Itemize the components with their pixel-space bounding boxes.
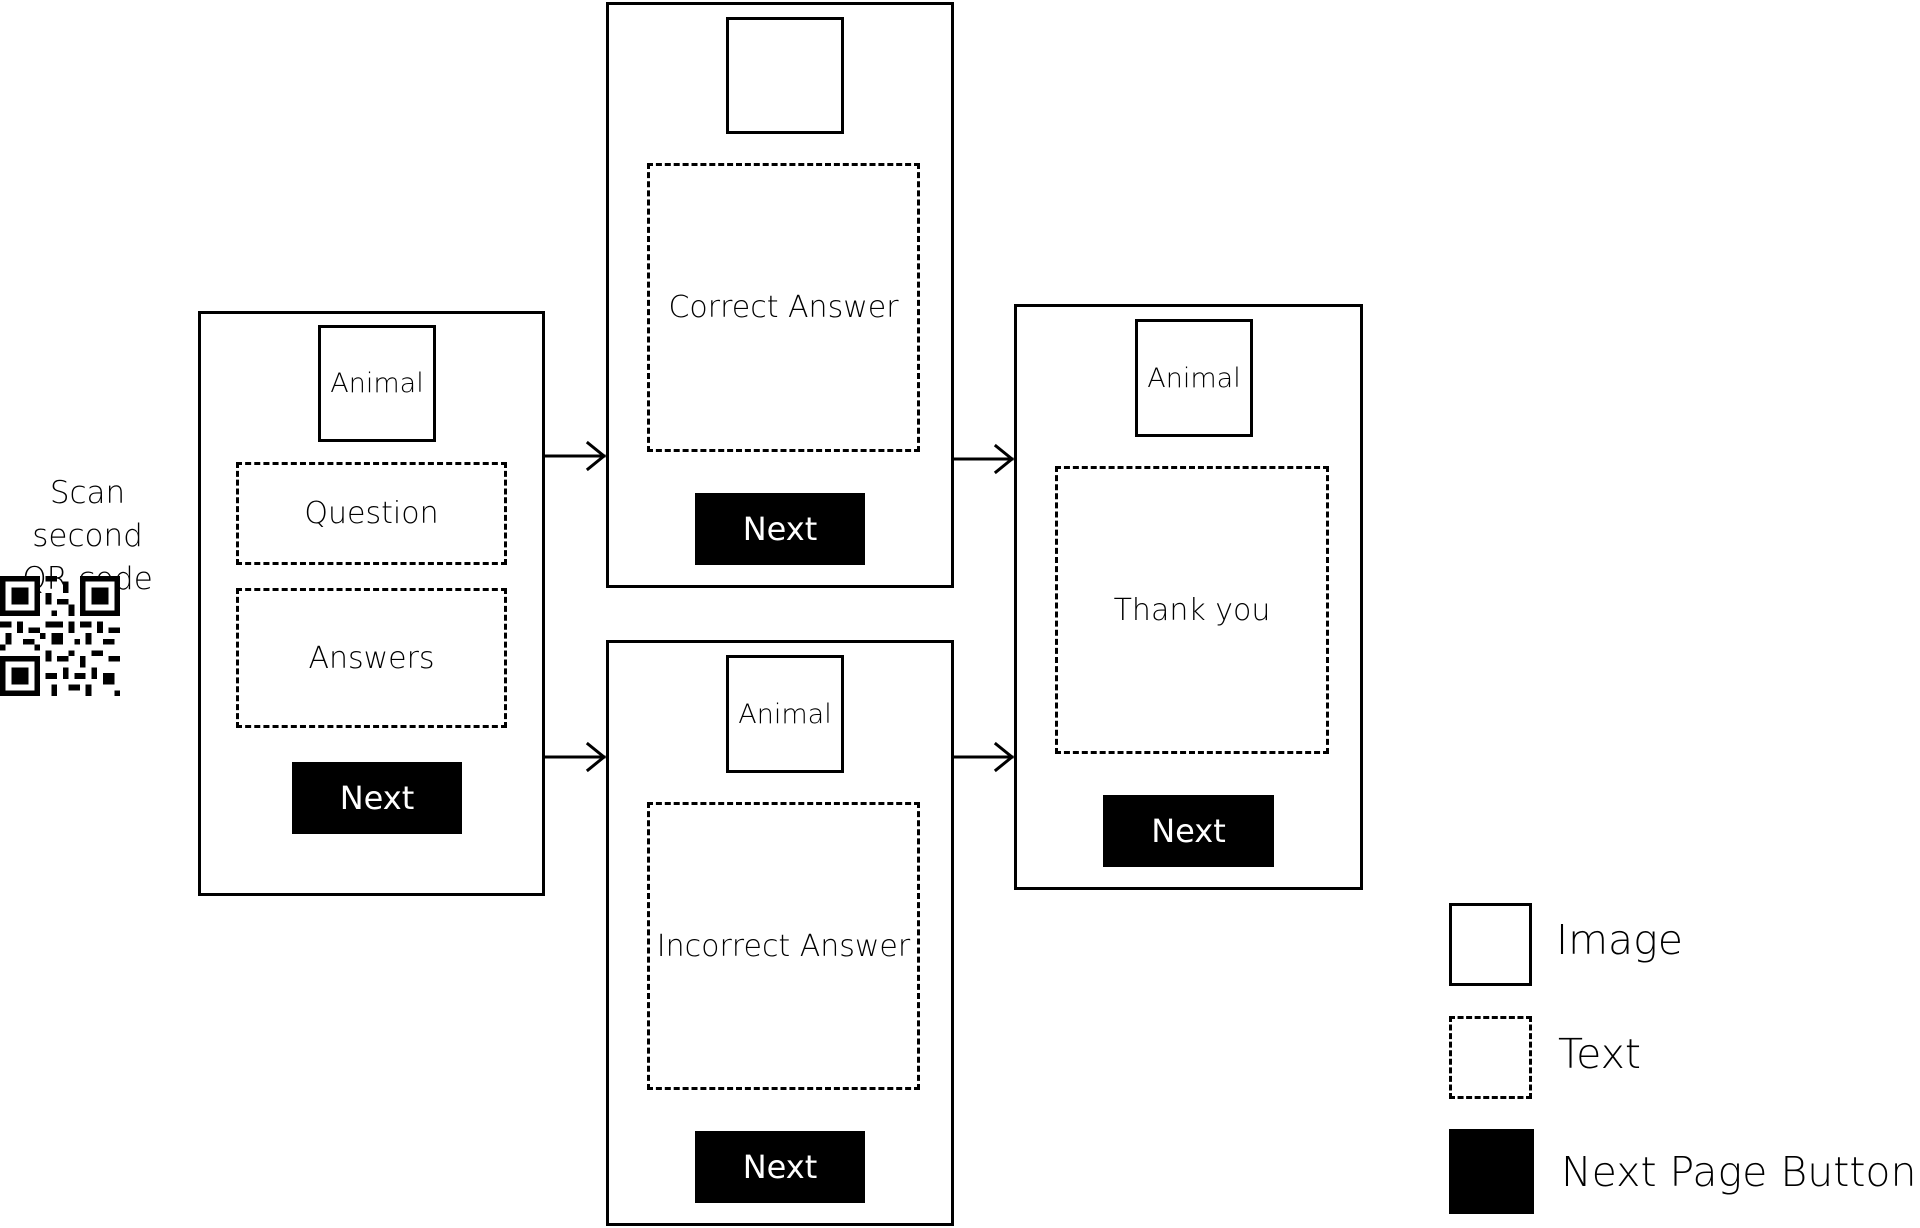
question-text-box: Question [236,462,507,565]
legend-image-label: Image [1556,916,1683,964]
qr-instruction-line-1: Scan second [32,475,143,554]
incorrect-answer-text-box: Incorrect Answer [647,802,920,1090]
legend-text-swatch [1449,1016,1532,1099]
incorrect-next-button-label: Next [742,1148,818,1186]
thank-you-label: Thank you [1113,592,1271,628]
qr-code-icon [0,576,120,696]
legend-image-swatch [1449,903,1532,986]
correct-answer-text-box: Correct Answer [647,163,920,452]
incorrect-next-button[interactable]: Next [695,1131,865,1203]
question-next-button[interactable]: Next [292,762,462,834]
right-arrow-icon [952,443,1015,475]
legend-text-label: Text [1558,1030,1641,1078]
incorrect-animal-image-label: Animal [738,698,832,730]
correct-next-button[interactable]: Next [695,493,865,565]
right-arrow-icon [543,440,607,472]
thanks-next-button-label: Next [1151,812,1226,850]
answers-text-box[interactable]: Answers [236,588,507,728]
question-next-button-label: Next [339,779,415,817]
answers-label: Answers [308,640,435,676]
question-label: Question [304,496,439,531]
right-arrow-icon [952,741,1015,773]
thanks-animal-image: Animal [1135,319,1253,437]
incorrect-answer-label: Incorrect Answer [656,928,911,964]
correct-next-button-label: Next [742,510,818,548]
right-arrow-icon [543,741,607,773]
legend-button-swatch [1449,1129,1534,1214]
correct-answer-label: Correct Answer [668,290,899,325]
thank-you-text-box: Thank you [1055,466,1329,754]
question-animal-image: Animal [318,325,436,442]
question-animal-image-label: Animal [330,368,424,399]
thanks-animal-image-label: Animal [1147,362,1241,394]
legend-button-label: Next Page Button [1561,1148,1917,1196]
thanks-next-button[interactable]: Next [1103,795,1274,867]
qr-instruction: Scan second QR code [0,472,175,601]
incorrect-animal-image: Animal [726,655,844,773]
correct-image [726,17,844,134]
